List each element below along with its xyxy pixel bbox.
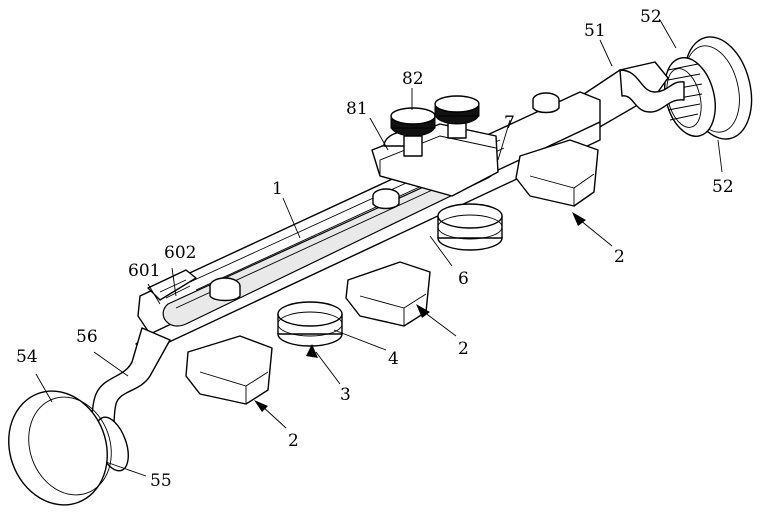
label-2-left: 2 — [288, 431, 299, 451]
label-55: 55 — [150, 471, 172, 491]
label-601: 601 — [128, 261, 160, 281]
label-51: 51 — [584, 21, 606, 41]
label-52-bottom: 52 — [712, 177, 734, 197]
label-56: 56 — [76, 327, 98, 347]
label-2-right: 2 — [614, 247, 625, 267]
clamp-block-left — [186, 336, 272, 404]
roller-right — [438, 204, 502, 250]
clamp-block-middle — [346, 262, 430, 326]
label-1: 1 — [272, 179, 283, 199]
label-3: 3 — [340, 385, 351, 405]
label-2-middle: 2 — [458, 339, 469, 359]
roller-middle — [278, 302, 342, 346]
label-81: 81 — [346, 99, 368, 119]
label-54: 54 — [16, 347, 38, 367]
label-4: 4 — [388, 349, 399, 369]
label-52-top: 52 — [640, 7, 662, 27]
label-6: 6 — [458, 269, 469, 289]
label-82: 82 — [402, 69, 424, 89]
label-602: 602 — [164, 243, 196, 263]
label-7: 7 — [504, 113, 515, 133]
